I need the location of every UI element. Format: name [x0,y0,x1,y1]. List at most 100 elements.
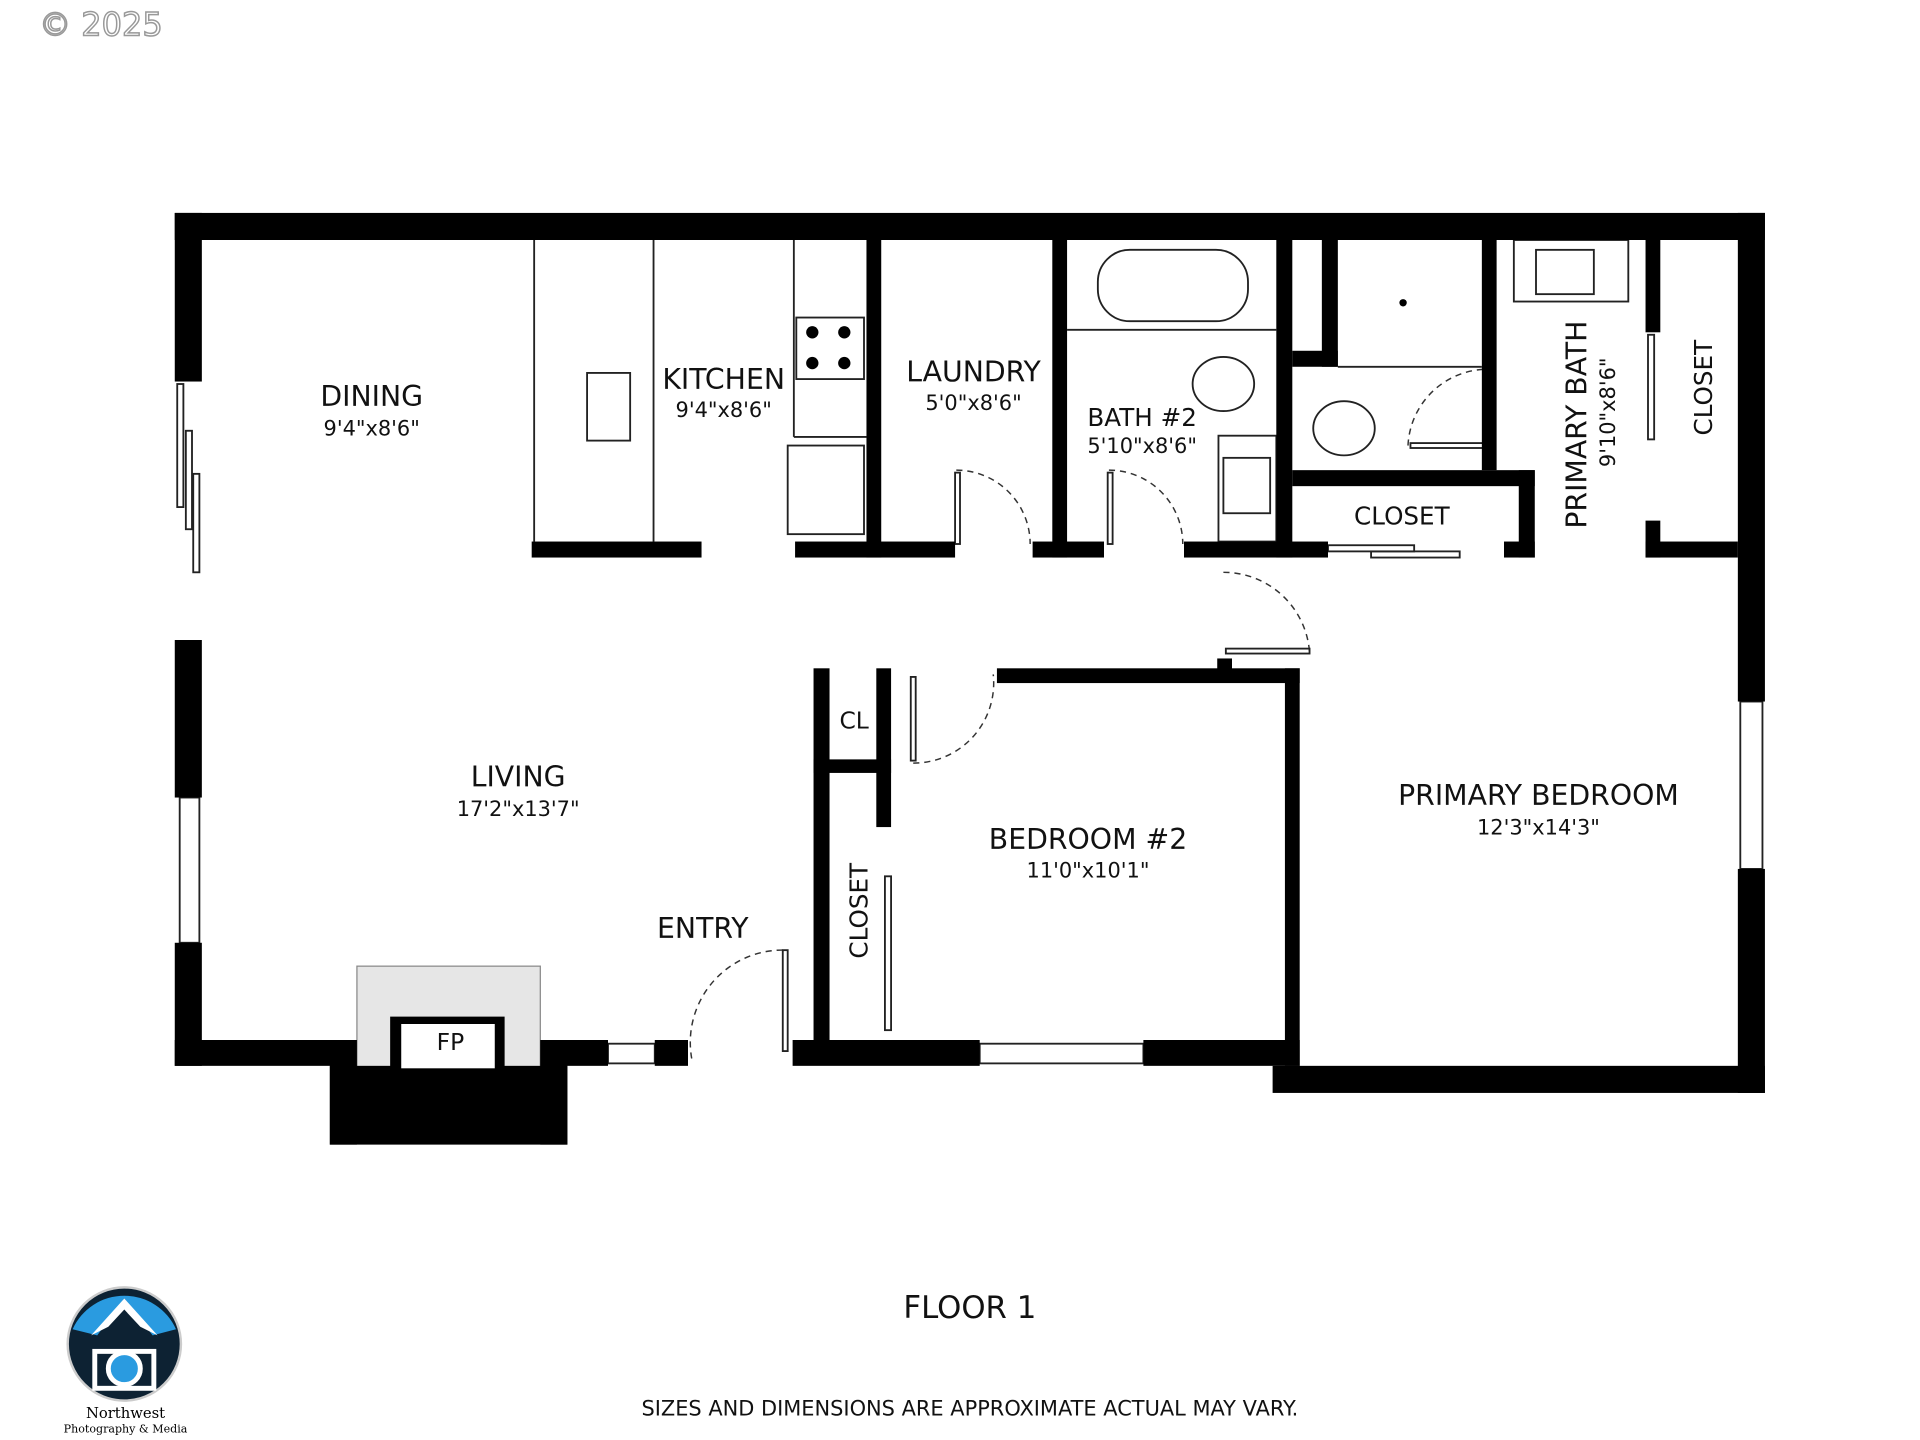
burner-icon [838,326,851,339]
room-name-entry: ENTRY [657,912,749,945]
room-size-primary-bath: 9'10"x8'6" [1596,358,1620,468]
room-size-laundry: 5'0"x8'6" [925,391,1021,415]
wall [1645,520,1661,558]
wall [174,1040,356,1066]
wall [174,640,202,798]
sliding-door[interactable] [884,875,892,1032]
wall [329,1040,357,1145]
room-name-hall-closet: CLOSET [1354,501,1451,530]
room-size-bedroom2: 11'0"x10'1" [1027,859,1150,883]
door-swing[interactable] [1108,469,1184,545]
room-name-cl: CL [839,707,868,735]
window [607,1042,656,1065]
wall [174,212,202,382]
door-swing[interactable] [1223,571,1311,653]
room-name-living: LIVING [471,760,566,793]
wall [531,541,702,558]
room-size-bath2: 5'10"x8'6" [1087,434,1197,458]
room-name-primary-closet: CLOSET [1689,339,1718,436]
copyright: © 2025 [39,6,163,44]
room-size-kitchen: 9'4"x8'6" [676,398,772,422]
room-size-dining: 9'4"x8'6" [324,417,420,441]
burner-icon [806,356,819,370]
room-name-kitchen: KITCHEN [662,363,785,396]
door[interactable] [1409,442,1486,449]
vanity [1217,434,1278,543]
wall [1272,1065,1765,1093]
toilet-icon [1312,400,1376,457]
floor-label: FLOOR 1 [903,1290,1036,1326]
walls [174,212,1765,1145]
door-swing[interactable] [689,949,787,1059]
sink-icon [1222,456,1272,515]
window [978,1042,1145,1065]
logo-line2: Photography & Media [64,1423,188,1436]
wall [329,1065,568,1145]
fireplace-label: FP [437,1028,465,1056]
shower-drain-icon [1399,299,1407,307]
sink-icon [1535,248,1595,296]
fireplace-firebox [401,1024,495,1069]
door-swing[interactable] [913,674,995,764]
stove-icon [795,316,865,380]
logo-line1: Northwest [86,1405,165,1422]
window [176,383,185,508]
door[interactable] [781,949,789,1052]
wall [1645,240,1661,333]
room-name-bedroom2-closet: CLOSET [845,862,874,959]
room-name-laundry: LAUNDRY [906,356,1041,389]
toilet-icon [1191,356,1256,412]
wall [654,1040,688,1066]
wall [1292,350,1338,367]
bathtub-icon [1096,248,1249,323]
wall [813,668,830,1040]
wall [1184,541,1328,558]
wall [1321,240,1338,367]
burner-icon [806,326,819,339]
room-name-bath2: BATH #2 [1087,403,1196,432]
sliding-door[interactable] [1647,333,1656,441]
sliding-door[interactable] [1370,550,1461,559]
wall [996,668,1300,684]
wall [1276,240,1293,558]
wall [866,240,882,558]
window [1739,700,1764,870]
wall [1481,240,1497,471]
wall [1737,868,1765,1093]
wall [792,1040,980,1066]
door[interactable] [1224,647,1311,655]
wall [1052,240,1068,558]
wall [1217,658,1232,675]
room-labels: DINING 9'4"x8'6" KITCHEN 9'4"x8'6" LAUND… [320,321,1718,1056]
company-logo: Northwest Photography & Media [64,1286,188,1436]
wall [1518,470,1535,558]
wall [1645,541,1738,558]
wall [1284,668,1300,1066]
wall [813,759,892,773]
burner-icon [838,356,851,370]
wall [1737,212,1765,702]
door-swing[interactable] [1407,368,1489,446]
room-size-living: 17'2"x13'7" [457,797,580,821]
door[interactable] [954,471,961,545]
room-name-primary-bath: PRIMARY BATH [1560,321,1593,529]
fridge-icon [786,444,865,536]
window [178,796,201,944]
door-swing[interactable] [956,469,1031,545]
room-size-primary-bedroom: 12'3"x14'3" [1477,815,1600,839]
wall [1143,1040,1300,1066]
window [184,429,193,531]
wall [174,212,1765,240]
room-name-primary-bedroom: PRIMARY BEDROOM [1398,779,1679,812]
window [192,472,201,574]
sink-icon [586,372,632,442]
disclaimer: SIZES AND DIMENSIONS ARE APPROXIMATE ACT… [641,1396,1298,1420]
wall [1292,470,1535,487]
door[interactable] [1106,471,1114,545]
door[interactable] [909,676,917,762]
wall [876,668,892,828]
room-name-bedroom2: BEDROOM #2 [989,823,1187,856]
wall [1032,541,1104,558]
room-name-dining: DINING [320,380,423,413]
